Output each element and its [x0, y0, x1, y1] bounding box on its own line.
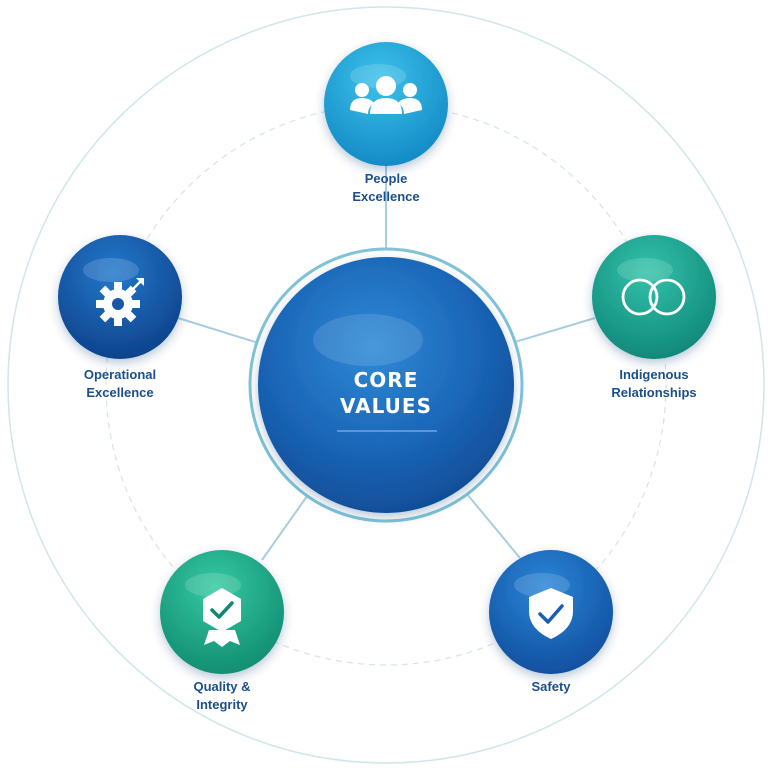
node-quality-integrity[interactable]: [160, 550, 284, 674]
center-title-line2: VALUES: [340, 394, 432, 418]
label-safety: Safety: [531, 679, 571, 694]
node-indigenous-relationships[interactable]: [592, 235, 716, 359]
people-group-icon: [350, 76, 422, 114]
label-operational-excellence: Operational Excellence: [83, 367, 157, 400]
interlocking-rings-icon: [621, 278, 686, 316]
node-safety[interactable]: [489, 550, 613, 674]
label-indigenous-relationships: Indigenous Relationships: [611, 367, 697, 400]
gear-arrow-icon: [96, 278, 144, 326]
center-title-line1: CORE: [353, 368, 419, 392]
shield-check-icon: [529, 588, 573, 639]
outer-ring: [7, 6, 765, 764]
dashed-orbit: [105, 104, 667, 666]
node-people-excellence[interactable]: [324, 42, 448, 166]
center-title: CORE VALUES: [340, 367, 432, 419]
core-values-center: [248, 247, 524, 523]
label-people-excellence: People Excellence: [352, 171, 420, 204]
badge-check-icon: [203, 588, 241, 647]
connector-lines: [177, 158, 596, 561]
label-quality-integrity: Quality & Integrity: [193, 679, 251, 712]
node-operational-excellence[interactable]: [58, 235, 182, 359]
